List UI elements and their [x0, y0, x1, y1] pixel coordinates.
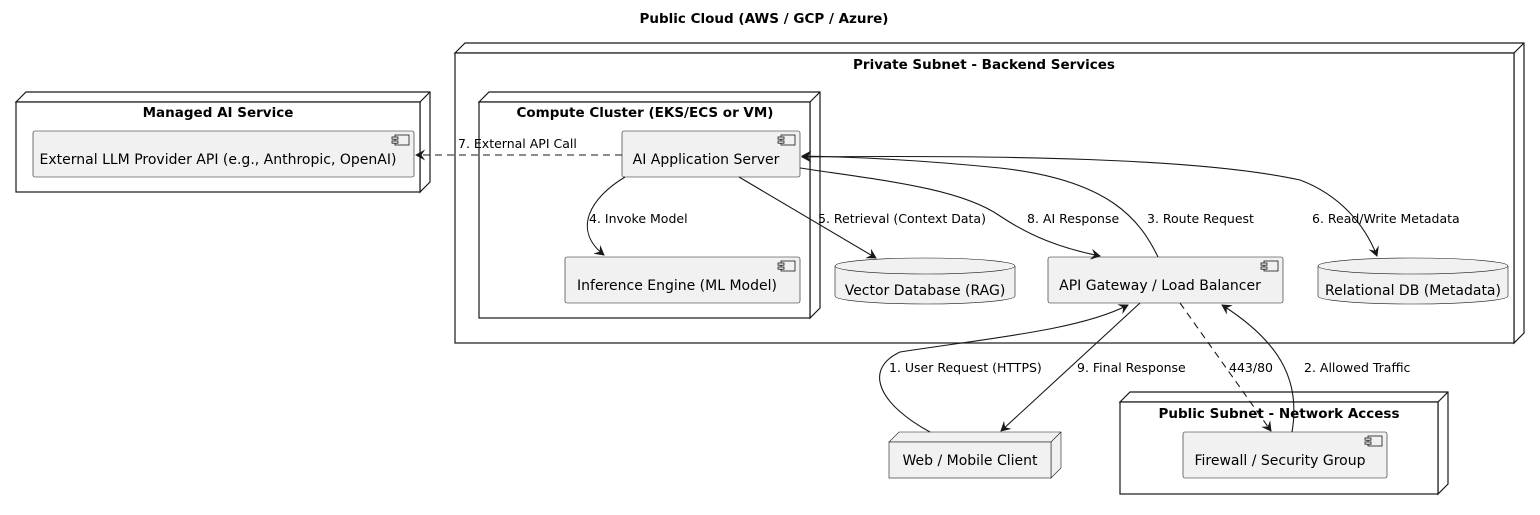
edge-label-invoke-model: 4. Invoke Model: [589, 211, 688, 226]
database-relational: Relational DB (Metadata): [1317, 257, 1509, 305]
diagram-title: Public Cloud (AWS / GCP / Azure): [640, 11, 889, 27]
edge-read-write-metadata: [801, 151, 1379, 257]
database-vector: Vector Database (RAG): [834, 257, 1016, 305]
node-title-private-subnet: Private Subnet - Backend Services: [853, 57, 1115, 73]
component-external-llm: External LLM Provider API (e.g., Anthrop…: [32, 130, 415, 178]
database-label-relational: Relational DB (Metadata): [1325, 283, 1501, 299]
edge-user-request: [879, 304, 1129, 433]
database-label-vector: Vector Database (RAG): [845, 283, 1006, 299]
component-firewall: Firewall / Security Group: [1182, 431, 1388, 479]
edge-label-ai-response: 8. AI Response: [1027, 211, 1119, 226]
component-label-api-gateway: API Gateway / Load Balancer: [1059, 278, 1261, 294]
edge-label-user-request: 1. User Request (HTTPS): [889, 360, 1042, 375]
node-title-public-subnet: Public Subnet - Network Access: [1158, 406, 1399, 422]
edge-port-443-80: [1179, 302, 1272, 432]
edge-label-route-request: 3. Route Request: [1147, 211, 1254, 226]
edge-final-response: [1000, 302, 1141, 432]
edge-label-final-response: 9. Final Response: [1077, 360, 1186, 375]
node-label-web-client: Web / Mobile Client: [902, 453, 1038, 469]
component-ai-app-server: AI Application Server: [621, 130, 801, 178]
edge-label-port-443-80: 443/80: [1229, 360, 1273, 375]
edge-label-external-api-call: 7. External API Call: [458, 136, 577, 151]
node-web-client: Web / Mobile Client: [888, 431, 1062, 479]
component-inference-engine: Inference Engine (ML Model): [564, 256, 801, 304]
edge-label-retrieval: 5. Retrieval (Context Data): [818, 211, 986, 226]
edge-allowed-traffic: [1221, 304, 1295, 433]
edge-label-read-write-metadata: 6. Read/Write Metadata: [1312, 211, 1460, 226]
node-title-compute-cluster: Compute Cluster (EKS/ECS or VM): [517, 105, 774, 121]
component-label-external-llm: External LLM Provider API (e.g., Anthrop…: [40, 152, 397, 168]
edge-label-allowed-traffic: 2. Allowed Traffic: [1304, 360, 1411, 375]
component-label-inference-engine: Inference Engine (ML Model): [577, 278, 777, 294]
node-title-managed-ai: Managed AI Service: [143, 105, 294, 121]
component-api-gateway: API Gateway / Load Balancer: [1047, 256, 1284, 304]
component-label-firewall: Firewall / Security Group: [1195, 453, 1366, 469]
edge-invoke-model: [586, 176, 626, 256]
component-label-ai-app-server: AI Application Server: [633, 152, 780, 168]
